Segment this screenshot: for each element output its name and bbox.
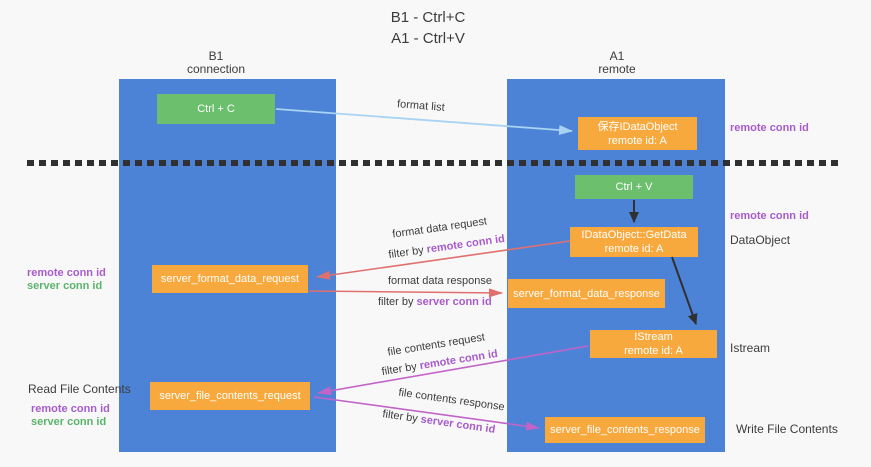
node-ctrl-c: Ctrl + C xyxy=(157,94,275,124)
remote-conn-id-label-left-1: remote conn id xyxy=(27,267,106,279)
node-server-format-data-request: server_format_data_request xyxy=(152,265,308,293)
file-contents-response-label: file contents response xyxy=(397,386,506,414)
ctrl-v-label: Ctrl + V xyxy=(615,181,653,193)
lane-header-a1: A1 remote xyxy=(557,50,677,76)
write-file-contents-label: Write File Contents xyxy=(736,422,838,436)
format-data-response-arrow xyxy=(308,288,503,298)
node-server-file-contents-request: server_file_contents_request xyxy=(150,382,310,410)
istream-title: IStream xyxy=(634,331,673,343)
server-format-data-request-label: server_format_data_request xyxy=(160,273,300,285)
read-file-contents-label: Read File Contents xyxy=(28,382,131,396)
remote-conn-id-label-top-right: remote conn id xyxy=(730,122,809,134)
getdata-remote-id: remote id: A xyxy=(604,243,664,255)
node-saved-dataobject: 保存IDataObject remote id: A xyxy=(578,117,697,150)
filter-by-text: filter by xyxy=(378,296,417,308)
lane-b1-name: B1 xyxy=(208,49,224,63)
server-conn-id-text: server conn id xyxy=(416,296,492,308)
node-server-file-contents-response: server_file_contents_response xyxy=(545,417,705,443)
lane-b1-subtitle: connection xyxy=(186,62,246,76)
filter-by-text: filter by xyxy=(380,360,421,379)
istream-side-label: Istream xyxy=(730,341,771,355)
remote-conn-id-label-left-2: remote conn id xyxy=(31,403,110,415)
format-response-filter-label: filter by server conn id xyxy=(378,296,492,308)
saved-dataobject-remote-id: remote id: A xyxy=(608,134,667,147)
node-istream: IStream remote id: A xyxy=(590,330,717,358)
lane-a1-subtitle: remote xyxy=(598,62,636,76)
title-line-2: A1 - Ctrl+V xyxy=(391,30,465,47)
server-file-contents-request-label: server_file_contents_request xyxy=(159,390,301,402)
diagram-title: B1 - Ctrl+C A1 - Ctrl+V xyxy=(330,7,526,49)
server-conn-id-label-left-1: server conn id xyxy=(27,280,103,292)
title-line-1: B1 - Ctrl+C xyxy=(390,9,466,26)
filter-by-text: filter by xyxy=(387,243,428,262)
lane-header-b1: B1 connection xyxy=(156,50,276,76)
lane-a1-name: A1 xyxy=(609,49,625,63)
dataobject-label: DataObject xyxy=(730,233,791,247)
format-data-response-label: format data response xyxy=(388,275,492,287)
server-conn-id-label-left-2: server conn id xyxy=(31,416,107,428)
remote-conn-id-text: remote conn id xyxy=(425,232,506,256)
remote-conn-id-label-mid-right: remote conn id xyxy=(730,210,809,222)
saved-dataobject-title: 保存IDataObject xyxy=(597,120,678,133)
node-ctrl-v: Ctrl + V xyxy=(575,175,693,199)
getdata-title: IDataObject::GetData xyxy=(581,229,687,241)
node-idataobject-getdata: IDataObject::GetData remote id: A xyxy=(570,227,698,257)
file-response-filter-label: filter by server conn id xyxy=(382,408,496,436)
filter-by-text: filter by xyxy=(381,408,422,426)
server-file-contents-response-label: server_file_contents_response xyxy=(550,424,700,436)
format-list-arrow-label: format list xyxy=(396,98,446,114)
ctrl-c-label: Ctrl + C xyxy=(197,103,235,115)
istream-remote-id: remote id: A xyxy=(624,345,683,357)
node-server-format-data-response: server_format_data_response xyxy=(508,279,665,308)
server-conn-id-text: server conn id xyxy=(419,413,497,436)
server-format-data-response-label: server_format_data_response xyxy=(513,287,660,300)
